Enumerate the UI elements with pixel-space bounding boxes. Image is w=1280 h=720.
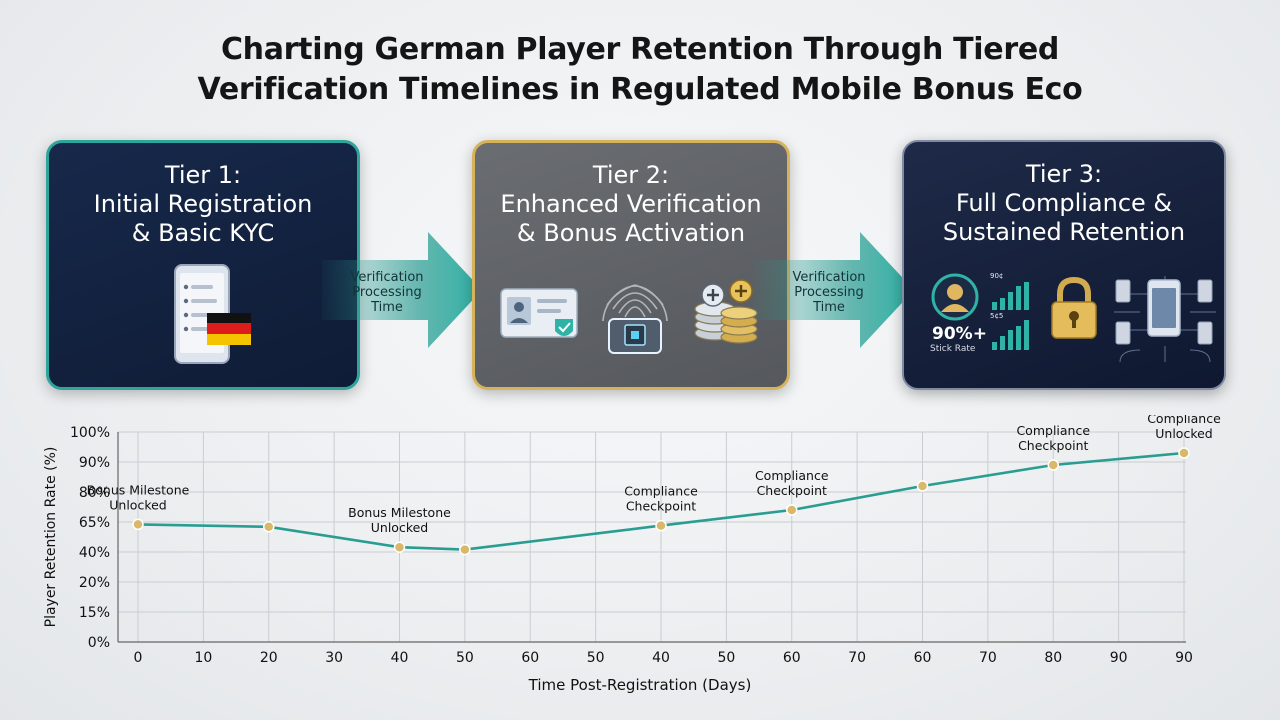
- arrow-2-line-1: Verification: [792, 270, 866, 285]
- x-tick-label: 40: [652, 650, 670, 666]
- x-tick-label: 20: [260, 650, 278, 666]
- data-point: [916, 480, 929, 492]
- x-tick-label: 40: [391, 650, 409, 666]
- data-point: [393, 541, 406, 553]
- y-axis-ticks: 0% 15% 20% 40% 65% 80% 90% 100%: [70, 425, 110, 651]
- padlock-icon: [1051, 276, 1097, 339]
- data-point: [786, 504, 798, 516]
- tier-3-title: Tier 3: Full Compliance & Sustained Rete…: [904, 160, 1224, 247]
- x-tick-label: 0: [134, 650, 143, 666]
- x-tick-label: 10: [194, 650, 212, 666]
- x-tick-label: 50: [587, 650, 605, 666]
- annotation-line-1: Compliance: [1147, 415, 1221, 426]
- arrow-1-label: Verification Processing Time: [322, 270, 452, 315]
- arrow-2-label: Verification Processing Time: [764, 270, 894, 315]
- tier-3-line-3: Sustained Retention: [942, 218, 1186, 246]
- annotation-line-2: Unlocked: [1155, 426, 1212, 441]
- y-tick-label: 20%: [79, 575, 110, 591]
- y-tick-label: 65%: [79, 515, 110, 531]
- x-tick-label: 50: [717, 650, 735, 666]
- y-tick-label: 15%: [79, 605, 110, 621]
- tier-1-line-3: & Basic KYC: [131, 219, 275, 247]
- x-tick-label: 70: [848, 650, 866, 666]
- y-axis-label: Player Retention Rate (%): [43, 447, 59, 628]
- x-axis-ticks: 0 10 20 30 40 50 60 50 40 50 60 70 60 70 80 90 90: [134, 650, 1193, 666]
- arrow-2-shape: [754, 232, 914, 348]
- data-point: [132, 518, 144, 531]
- annotation-line-2: Checkpoint: [757, 483, 827, 498]
- tier-2-panel: Tier 2: Enhanced Verification & Bonus Ac…: [472, 140, 790, 390]
- annotation-line-2: Unlocked: [371, 520, 428, 535]
- x-tick-label: 90: [1110, 650, 1128, 666]
- retention-chart: 0% 15% 20% 40% 65% 80% 90% 100% 0 10 20 30 40 50 60 50…: [43, 415, 1221, 694]
- stick-rate-value: 90%+: [932, 324, 987, 344]
- data-point: [263, 521, 275, 533]
- stick-rate-label: Stick Rate: [930, 344, 976, 354]
- retention-points: [132, 447, 1190, 556]
- x-tick-label: 60: [914, 650, 932, 666]
- title-line-1: Charting German Player Retention Through…: [220, 32, 1060, 67]
- annotation-line-2: Unlocked: [109, 497, 166, 512]
- data-point: [459, 543, 471, 556]
- y-tick-label: 90%: [79, 455, 110, 471]
- x-tick-label: 90: [1175, 650, 1193, 666]
- bar-chart-icon: [992, 282, 1029, 350]
- data-point: [1047, 459, 1059, 471]
- x-tick-label: 70: [979, 650, 997, 666]
- arrow-1-line-2: Processing: [352, 285, 422, 300]
- annotation-line-1: Compliance: [755, 468, 829, 483]
- annotation-line-1: Bonus Milestone: [348, 505, 451, 520]
- tier-2-title: Tier 2: Enhanced Verification & Bonus Ac…: [475, 161, 787, 248]
- x-tick-label: 50: [456, 650, 474, 666]
- tier-1-panel: Tier 1: Initial Registration & Basic KYC: [46, 140, 360, 390]
- fingerprint-icon: [602, 284, 668, 354]
- tier-1-title: Tier 1: Initial Registration & Basic KYC: [49, 161, 357, 248]
- tier-1-line-2: Initial Registration: [93, 190, 313, 218]
- tier-3-line-1: Tier 3:: [1025, 160, 1103, 188]
- tier-2-line-1: Tier 2:: [592, 161, 670, 189]
- id-card-icon: [500, 288, 578, 338]
- arrow-2-line-2: Processing: [794, 285, 864, 300]
- annotation-line-2: Checkpoint: [1018, 438, 1088, 453]
- page-title: Charting German Player Retention Through…: [0, 30, 1280, 110]
- annotation-line-1: Compliance: [1016, 423, 1090, 438]
- arrow-1-line-1: Verification: [350, 270, 424, 285]
- annotation-line-2: Checkpoint: [626, 499, 696, 514]
- arrow-1-shape: [322, 232, 482, 348]
- network-devices-icon: [1114, 276, 1216, 363]
- y-tick-label: 80%: [79, 485, 110, 501]
- annotation-line-1: Bonus Milestone: [87, 482, 190, 497]
- data-point: [1178, 447, 1190, 459]
- tier-3-panel: Tier 3: Full Compliance & Sustained Rete…: [902, 140, 1226, 390]
- chart-grid: [118, 431, 1186, 643]
- mini-chart-label-1: 90¢: [990, 272, 1004, 280]
- coin-stack-icon: [694, 279, 758, 344]
- x-axis-label: Time Post-Registration (Days): [528, 676, 752, 694]
- y-tick-label: 40%: [79, 545, 110, 561]
- y-tick-label: 0%: [88, 635, 110, 651]
- tier-2-line-3: & Bonus Activation: [516, 219, 746, 247]
- tier-3-line-2: Full Compliance &: [955, 189, 1173, 217]
- tier-2-line-2: Enhanced Verification: [500, 190, 762, 218]
- german-flag-icon: [207, 313, 251, 345]
- x-tick-label: 60: [521, 650, 539, 666]
- user-avatar-icon: [931, 273, 979, 321]
- arrow-1-line-3: Time: [371, 300, 403, 315]
- x-tick-label: 30: [325, 650, 343, 666]
- data-point: [655, 519, 667, 532]
- y-tick-label: 100%: [70, 425, 110, 441]
- annotation-line-1: Compliance: [624, 484, 698, 499]
- chart-axes: [117, 432, 1186, 643]
- x-tick-label: 80: [1044, 650, 1062, 666]
- title-line-2: Verification Timelines in Regulated Mobi…: [197, 72, 1083, 107]
- tier-1-line-1: Tier 1:: [164, 161, 242, 189]
- arrow-2-line-3: Time: [813, 300, 845, 315]
- mini-chart-label-2: 5¢5: [990, 312, 1004, 320]
- x-tick-label: 60: [783, 650, 801, 666]
